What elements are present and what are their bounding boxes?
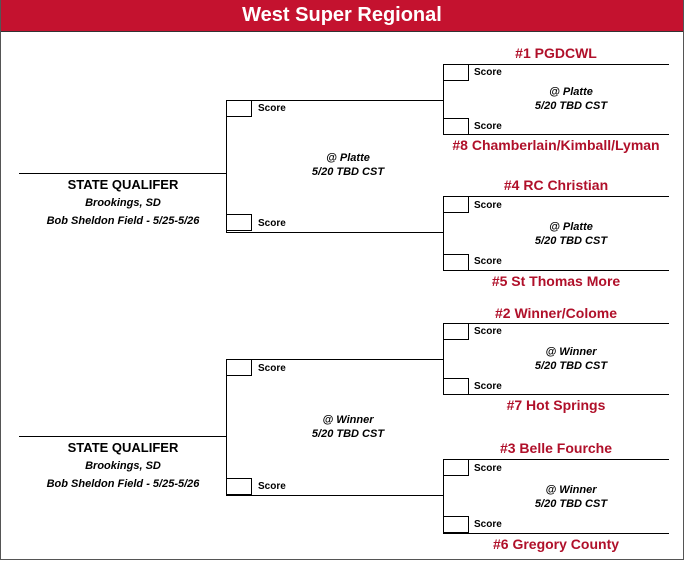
team-seed-2: #2 Winner/Colome <box>494 305 617 321</box>
team-seed-8: #8 Chamberlain/Kimball/Lyman <box>452 137 660 153</box>
bracket-line <box>443 533 669 534</box>
game-time: 5/20 TBD CST <box>534 360 608 372</box>
state-qualifier: STATE QUALIFER Brookings, SD Bob Sheldon… <box>19 176 227 230</box>
score-box[interactable] <box>226 100 252 117</box>
game-site: @ Winner 5/20 TBD CST <box>516 345 626 373</box>
bracket-line <box>443 64 669 65</box>
game-time: 5/20 TBD CST <box>534 235 608 247</box>
team-seed-3: #3 Belle Fourche <box>499 440 613 456</box>
team-seed-1: #1 PGDCWL <box>515 45 597 61</box>
qualifier-city: Brookings, SD <box>85 197 161 209</box>
game-time: 5/20 TBD CST <box>311 166 385 178</box>
score-label: Score <box>258 103 286 114</box>
qualifier-venue: Bob Sheldon Field - 5/25-5/26 <box>46 215 200 227</box>
game-location: @ Winner <box>545 346 597 358</box>
score-label: Score <box>258 363 286 374</box>
bracket-line <box>226 359 227 496</box>
score-box[interactable] <box>443 254 469 271</box>
game-time: 5/20 TBD CST <box>534 100 608 112</box>
game-location: @ Platte <box>326 152 370 164</box>
game-time: 5/20 TBD CST <box>534 498 608 510</box>
score-label: Score <box>474 519 502 530</box>
score-box[interactable] <box>443 64 469 81</box>
team-seed-4: #4 RC Christian <box>503 177 609 193</box>
game-site: @ Platte 5/20 TBD CST <box>516 220 626 248</box>
game-location: @ Winner <box>322 414 374 426</box>
bracket-line <box>443 64 444 135</box>
score-box[interactable] <box>226 478 252 495</box>
bracket-line <box>19 436 227 437</box>
score-label: Score <box>474 200 502 211</box>
game-location: @ Platte <box>549 221 593 233</box>
score-box[interactable] <box>443 378 469 395</box>
game-location: @ Winner <box>545 484 597 496</box>
score-box[interactable] <box>443 323 469 340</box>
bracket-line <box>443 323 669 324</box>
qualifier-city: Brookings, SD <box>85 460 161 472</box>
bracket-line <box>226 359 444 360</box>
team-seed-7: #7 Hot Springs <box>506 397 606 413</box>
bracket-line <box>443 196 444 271</box>
score-box[interactable] <box>443 516 469 533</box>
score-box[interactable] <box>443 459 469 476</box>
game-site: @ Winner 5/20 TBD CST <box>293 413 403 441</box>
score-label: Score <box>474 463 502 474</box>
team-seed-6: #6 Gregory County <box>492 536 620 552</box>
bracket-line <box>443 459 669 460</box>
score-label: Score <box>258 218 286 229</box>
bracket-line <box>226 232 444 233</box>
bracket-line <box>443 134 669 135</box>
bracket-line <box>443 394 669 395</box>
score-label: Score <box>474 381 502 392</box>
score-box[interactable] <box>226 214 252 231</box>
game-site: @ Winner 5/20 TBD CST <box>516 483 626 511</box>
bracket-line <box>226 100 444 101</box>
qualifier-title: STATE QUALIFER <box>67 440 179 455</box>
score-label: Score <box>258 481 286 492</box>
qualifier-title: STATE QUALIFER <box>67 177 179 192</box>
bracket-line <box>226 100 227 233</box>
bracket-line <box>443 270 669 271</box>
bracket-line <box>443 196 669 197</box>
game-time: 5/20 TBD CST <box>311 428 385 440</box>
score-label: Score <box>474 326 502 337</box>
score-label: Score <box>474 67 502 78</box>
score-label: Score <box>474 121 502 132</box>
qualifier-venue: Bob Sheldon Field - 5/25-5/26 <box>46 478 200 490</box>
bracket-title: West Super Regional <box>1 0 683 32</box>
game-site: @ Platte 5/20 TBD CST <box>516 85 626 113</box>
game-location: @ Platte <box>549 86 593 98</box>
bracket-line <box>226 495 444 496</box>
score-box[interactable] <box>443 118 469 135</box>
bracket-line <box>19 173 227 174</box>
score-box[interactable] <box>226 359 252 376</box>
game-site: @ Platte 5/20 TBD CST <box>293 151 403 179</box>
score-box[interactable] <box>443 196 469 213</box>
score-label: Score <box>474 256 502 267</box>
team-seed-5: #5 St Thomas More <box>491 273 621 289</box>
state-qualifier: STATE QUALIFER Brookings, SD Bob Sheldon… <box>19 439 227 493</box>
bracket-line <box>443 459 444 534</box>
